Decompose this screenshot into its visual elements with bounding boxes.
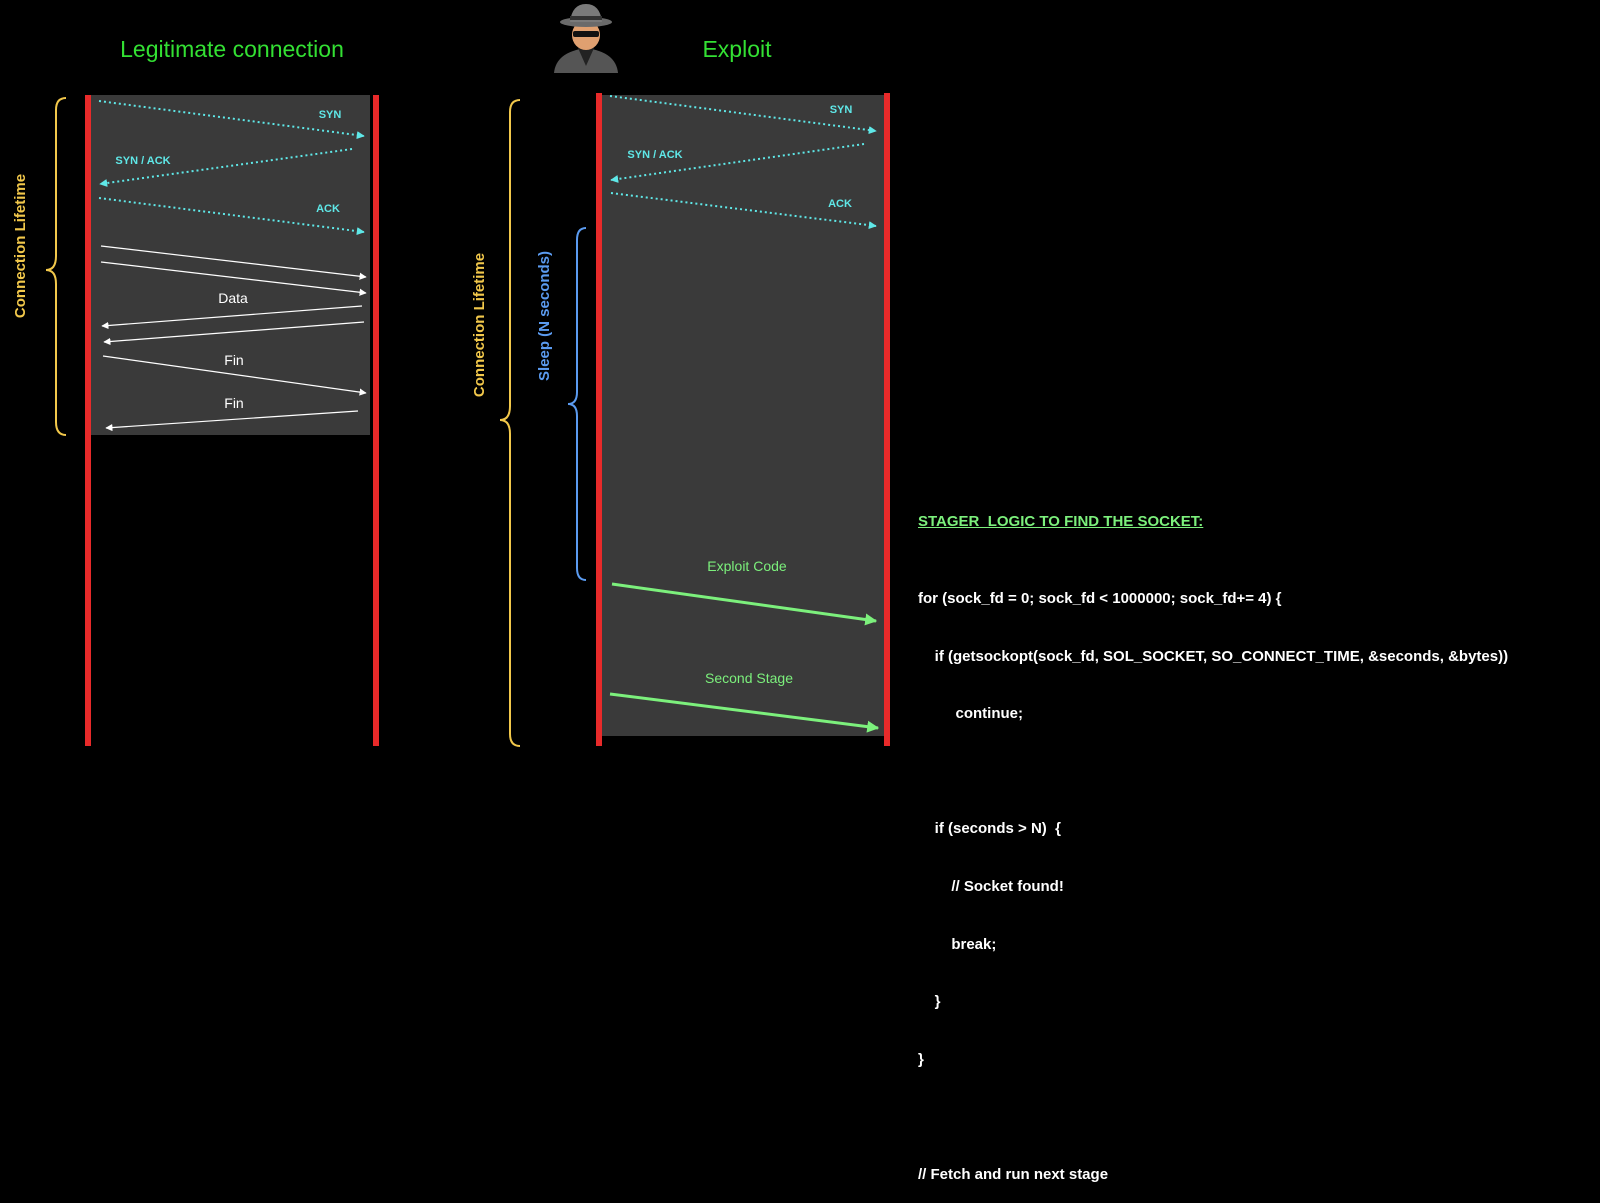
left-data-arrow-2 [100, 261, 367, 296]
code-line: continue; [918, 705, 1024, 723]
left-fin2-label: Fin [224, 395, 243, 411]
right-title: Exploit [702, 36, 772, 62]
code-line: break; [918, 935, 997, 953]
second-stage-arrow [609, 692, 880, 733]
left-lifetime-brace [45, 97, 67, 436]
sleep-brace [567, 227, 587, 581]
code-line: for (sock_fd = 0; sock_fd < 1000000; soc… [918, 590, 1282, 608]
left-data-arrow-3 [101, 305, 363, 330]
left-data-arrow-4 [103, 321, 365, 346]
stager-code-title: STAGER LOGIC TO FIND THE SOCKET: [918, 513, 1204, 531]
code-line: } [918, 1050, 924, 1068]
right-syn-label: SYN [830, 104, 853, 116]
left-title: Legitimate connection [120, 36, 344, 62]
left-data-label: Data [218, 290, 248, 306]
right-lifetime-brace [499, 99, 521, 747]
left-lifetime-label: Connection Lifetime [12, 174, 29, 318]
second-stage-label: Second Stage [705, 670, 793, 686]
code-line [918, 762, 1508, 781]
code-line: // Socket found! [918, 877, 1064, 895]
right-lifetime-label: Connection Lifetime [471, 253, 488, 397]
code-line: } [918, 993, 941, 1011]
code-line: if (seconds > N) { [918, 820, 1061, 838]
left-synack-label: SYN / ACK [115, 155, 170, 167]
right-synack-label: SYN / ACK [627, 149, 682, 161]
left-fin1-label: Fin [224, 352, 243, 368]
left-data-arrow-1 [100, 245, 367, 280]
sleep-label: Sleep (N seconds) [536, 251, 553, 381]
diagram-canvas: Legitimate connection Connection Lifetim… [12, 4, 890, 747]
left-fin2-arrow [105, 410, 359, 432]
left-fin1-arrow [102, 355, 367, 396]
exploit-code-label: Exploit Code [707, 558, 787, 574]
left-connection-panel [88, 95, 370, 435]
hacker-avatar-icon [554, 4, 618, 73]
right-connection-panel [600, 95, 884, 736]
exploit-code-arrow [611, 582, 878, 626]
code-line [918, 1107, 1508, 1126]
code-line: if (getsockopt(sock_fd, SOL_SOCKET, SO_C… [918, 647, 1509, 665]
left-syn-label: SYN [319, 109, 342, 121]
code-line: // Fetch and run next stage [918, 1165, 1109, 1183]
left-ack-label: ACK [316, 203, 340, 215]
right-ack-label: ACK [828, 198, 852, 210]
stager-code-block: STAGER LOGIC TO FIND THE SOCKET: for (so… [918, 474, 1508, 1203]
